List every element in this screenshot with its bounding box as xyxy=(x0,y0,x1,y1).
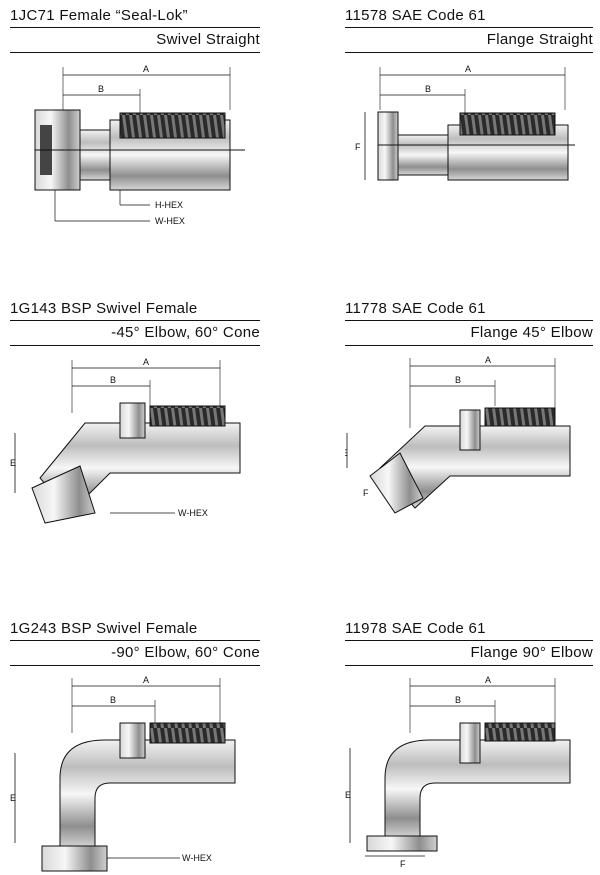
panel-title: 1G243 BSP Swivel Female xyxy=(10,618,260,641)
panel-subtitle: Flange 90° Elbow xyxy=(345,641,593,666)
dimension-b-label: B xyxy=(110,695,116,705)
dimension-b-label: B xyxy=(98,84,104,94)
dimension-e-label: E xyxy=(10,458,16,468)
fitting-body xyxy=(369,407,571,514)
fitting-drawing: A B F xyxy=(355,64,575,181)
fitting-body xyxy=(31,402,241,524)
dimension-f-label: F xyxy=(355,142,361,152)
panel-title: 11978 SAE Code 61 xyxy=(345,618,593,641)
fitting-panel-11778: 11778 SAE Code 61 Flange 45° Elbow A B E… xyxy=(345,298,595,538)
panel-subtitle: -90° Elbow, 60° Cone xyxy=(10,641,260,666)
hose-serrations xyxy=(459,112,556,136)
fitting-body xyxy=(366,722,571,852)
panel-subtitle: Flange 45° Elbow xyxy=(345,321,593,346)
fitting-drawing: A B H-HEX W-HEX xyxy=(34,64,245,226)
fitting-panel-1g143: 1G143 BSP Swivel Female -45° Elbow, 60° … xyxy=(10,298,260,538)
dimension-a-label: A xyxy=(143,675,149,685)
dimension-b-label: B xyxy=(425,84,431,94)
fitting-panel-11978: 11978 SAE Code 61 Flange 90° Elbow A B E… xyxy=(345,618,595,869)
hose-serrations xyxy=(484,722,556,742)
fitting-body xyxy=(377,111,575,181)
h-hex-label: H-HEX xyxy=(155,200,183,210)
dimension-e-label: E xyxy=(345,790,351,800)
dimension-b-label: B xyxy=(110,375,116,385)
dimension-e-label: E xyxy=(10,793,16,803)
panel-title: 11778 SAE Code 61 xyxy=(345,298,593,321)
hose-serrations xyxy=(149,405,226,427)
panel-title: 11578 SAE Code 61 xyxy=(345,5,593,28)
dimension-a-label: A xyxy=(143,64,149,74)
fitting-drawing: A B E F xyxy=(345,355,571,514)
fitting-panel-1g243: 1G243 BSP Swivel Female -90° Elbow, 60° … xyxy=(10,618,260,872)
w-hex-label: W-HEX xyxy=(182,853,212,863)
fitting-body xyxy=(34,109,245,191)
dimension-a-label: A xyxy=(485,355,491,365)
w-hex-label: W-HEX xyxy=(155,216,185,226)
panel-title: 1G143 BSP Swivel Female xyxy=(10,298,260,321)
dimension-f-label: F xyxy=(400,859,406,869)
fitting-drawing: A B E F xyxy=(345,675,571,869)
dimension-a-label: A xyxy=(485,675,491,685)
panel-title: 1JC71 Female “Seal-Lok” xyxy=(10,5,260,28)
fitting-panel-11578: 11578 SAE Code 61 Flange Straight A B F xyxy=(345,5,595,245)
fitting-panel-1jc71: 1JC71 Female “Seal-Lok” Swivel Straight … xyxy=(10,5,260,245)
dimension-b-label: B xyxy=(455,375,461,385)
panel-subtitle: Swivel Straight xyxy=(10,28,260,53)
w-hex-label: W-HEX xyxy=(178,508,208,518)
dimension-b-label: B xyxy=(455,695,461,705)
dimension-e-label: E xyxy=(345,448,348,458)
dimension-a-label: A xyxy=(143,357,149,367)
fitting-drawing: A B E W-HEX xyxy=(10,675,236,872)
panel-subtitle: Flange Straight xyxy=(345,28,593,53)
fitting-drawing: A B E W-HEX xyxy=(10,357,241,524)
fitting-body xyxy=(41,722,236,872)
hose-serrations xyxy=(119,112,226,139)
dimension-f-label: F xyxy=(363,488,369,498)
panel-subtitle: -45° Elbow, 60° Cone xyxy=(10,321,260,346)
hose-serrations xyxy=(484,407,556,427)
dimension-a-label: A xyxy=(465,64,471,74)
hose-serrations xyxy=(149,722,226,744)
